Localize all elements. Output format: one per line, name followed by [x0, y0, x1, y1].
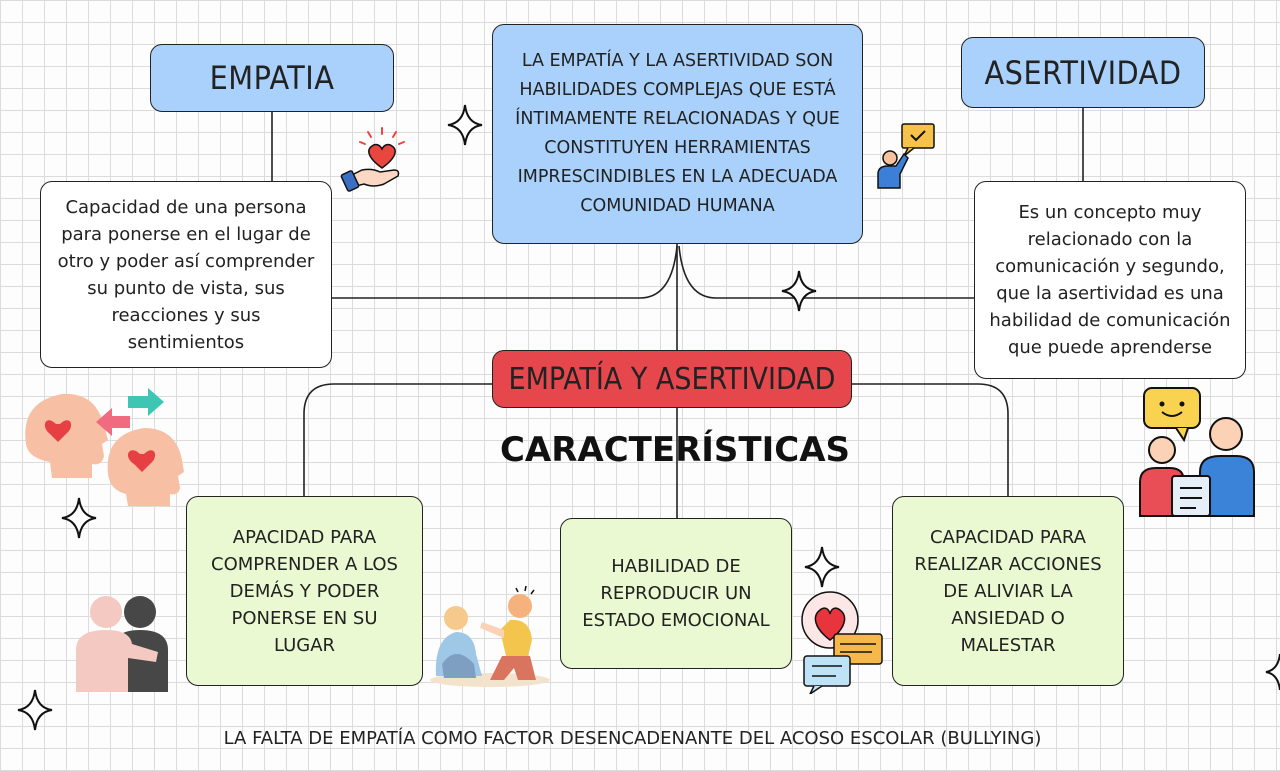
hugging-people-icon: [76, 596, 168, 692]
sparkle-icon: [447, 104, 483, 146]
asertividad-title: ASERTIVIDAD: [961, 37, 1205, 108]
main-title-text: EMPATÍA Y ASERTIVIDAD: [508, 361, 836, 397]
subheading: CARACTERÍSTICAS: [499, 430, 851, 470]
asertividad-title-text: ASERTIVIDAD: [984, 53, 1182, 92]
comforting-children-icon: [430, 585, 550, 687]
feature-1: APACIDAD PARA COMPRENDER A LOS DEMÁS Y P…: [186, 496, 423, 686]
central-box: LA EMPATÍA Y LA ASERTIVIDAD SON HABILIDA…: [492, 24, 863, 244]
footer-caption: LA FALTA DE EMPATÍA COMO FACTOR DESENCAD…: [223, 728, 1042, 749]
customer-support-icon: [1139, 387, 1255, 517]
sparkle-icon: [804, 546, 840, 588]
feature-2: HABILIDAD DE REPRODUCIR UN ESTADO EMOCIO…: [560, 518, 792, 669]
main-title: EMPATÍA Y ASERTIVIDAD: [492, 350, 852, 408]
central-text: LA EMPATÍA Y LA ASERTIVIDAD SON HABILIDA…: [515, 51, 840, 216]
two-heads-heart-icon: [25, 388, 184, 506]
sparkle-icon: [61, 497, 97, 539]
hand-heart-icon: [340, 127, 405, 192]
heart-chat-icon: [801, 591, 883, 694]
asertividad-description-text: Es un concepto muy relacionado con la co…: [989, 202, 1231, 358]
feature-1-text: APACIDAD PARA COMPRENDER A LOS DEMÁS Y P…: [211, 526, 398, 656]
person-chat-icon: [877, 123, 935, 189]
sparkle-icon: [1265, 653, 1280, 691]
empatia-title: EMPATIA: [150, 44, 394, 112]
empatia-description-text: Capacidad de una persona para ponerse en…: [57, 196, 315, 353]
asertividad-description: Es un concepto muy relacionado con la co…: [974, 181, 1246, 379]
sparkle-icon: [17, 689, 53, 731]
feature-2-text: HABILIDAD DE REPRODUCIR UN ESTADO EMOCIO…: [582, 556, 770, 631]
empatia-title-text: EMPATIA: [209, 59, 335, 97]
empatia-description: Capacidad de una persona para ponerse en…: [40, 181, 332, 368]
feature-3: CAPACIDAD PARA REALIZAR ACCIONES DE ALIV…: [892, 496, 1124, 686]
feature-3-text: CAPACIDAD PARA REALIZAR ACCIONES DE ALIV…: [914, 526, 1102, 656]
sparkle-icon: [781, 270, 817, 312]
